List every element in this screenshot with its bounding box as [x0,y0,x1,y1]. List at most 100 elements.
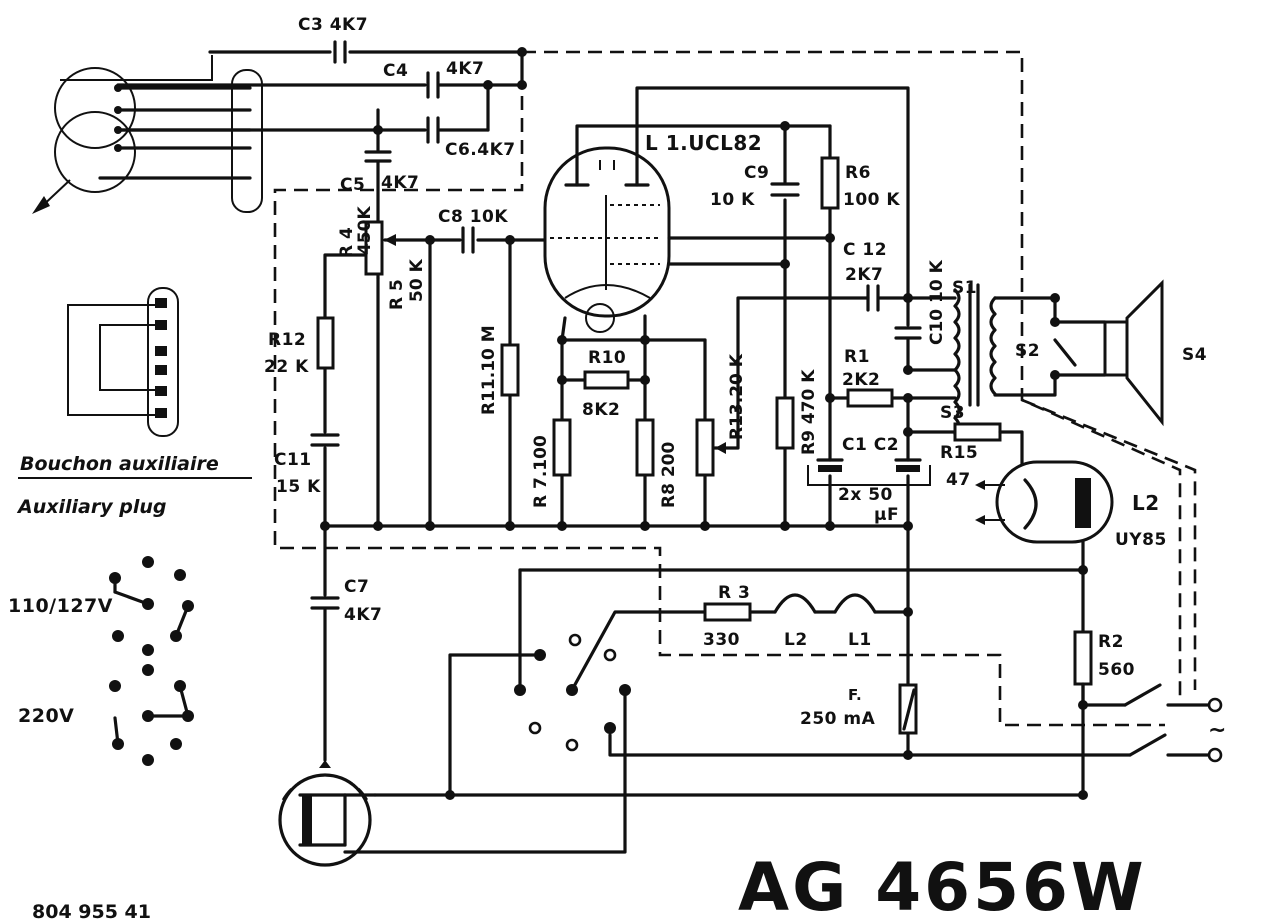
fuse-value: 250 mA [800,709,876,729]
document-ref: 804 955 41 [32,901,151,922]
r6-label: R6 [845,163,871,183]
dashed-boundaries [273,50,1197,727]
c6-label: C6.4K7 [445,140,516,160]
s4-label: S4 [1182,345,1207,365]
r13-label: R13.20 K [727,353,747,440]
resistor-r10: R10 8K2 [582,348,630,420]
r12-label: R12 [268,330,306,350]
heater-chain [343,568,1132,854]
capacitor-c6: C6.4K7 [426,116,516,160]
mains-switch: ~ [1081,683,1227,763]
fuse-label: F. [848,686,862,704]
c1c2-value: 2x 50 [838,485,893,505]
resistor-r1: R1 2K2 [842,347,894,408]
c1c2-label: C1 C2 [842,435,899,455]
output-transformer: S1 S3 [940,278,1107,436]
auxiliary-plug-drawing [67,287,179,437]
c10-label: C10 10 K [927,259,947,345]
resistor-r8: R8 200 [635,418,679,508]
pickup-head [32,55,263,214]
tube-l1: L 1.UCL82 [543,131,762,333]
resistor-r13: R13.20 K [695,353,747,477]
speaker-s4: S4 [1103,279,1207,427]
c12-value: 2K7 [845,265,883,285]
capacitor-c4: C4 4K7 [383,59,484,99]
voltage-setting-110: 110/127V [8,556,194,656]
capacitor-c9: C9 10 K [710,163,800,210]
l1-label: L 1.UCL82 [645,131,762,155]
r15-label: R15 [940,443,978,463]
r1-value: 2K2 [842,370,880,390]
c5-label: C5 [340,175,365,195]
capacitor-c3: C3 4K7 [298,15,368,64]
heater-l1-label: L1 [848,630,872,650]
c7-label: C7 [344,577,369,597]
c8-label: C8 10K [438,207,508,227]
resistor-r15: R15 47 [940,422,1024,490]
voltage-setting-220: 220V [18,664,194,766]
r7-label: R 7.100 [531,435,551,508]
junction-dots [114,47,1088,800]
r11-label: R11.10 M [479,325,499,415]
r5-value: 50 K [407,258,427,302]
r2-label: R2 [1098,632,1124,652]
resistor-r6: R6 100 K [820,156,900,210]
r10-value: 8K2 [582,400,620,420]
c9-value: 10 K [710,190,755,210]
resistor-r5-label: R 5 50 K [387,258,427,310]
ground-bus [323,524,910,762]
capacitor-c1-c2: C1 C2 2x 50 µF [807,430,957,525]
auxiliary-plug-caption: Bouchon auxiliaire Auxiliary plug [16,453,252,518]
l2-type: UY85 [1115,530,1167,550]
plug-title: Bouchon auxiliaire [20,453,219,475]
switch-s2: S2 [1015,293,1077,380]
resistor-r11: R11.10 M [479,325,520,415]
mains-symbol: ~ [1208,718,1227,743]
heater-labels: L2 L1 [784,630,872,650]
c4-value: 4K7 [446,59,484,79]
capacitor-c5: C5 4K7 [340,150,419,195]
capacitor-c11: C11 15 K [274,433,340,497]
r10-label: R10 [588,348,626,368]
r15-value: 47 [946,470,971,490]
plug-subtitle: Auxiliary plug [16,496,166,518]
c12-label: C 12 [843,240,887,260]
resistor-r12: R12 22 K [264,316,335,377]
c3-label: C3 4K7 [298,15,368,35]
shielded-component [278,760,377,867]
fuse: F. 250 mA [800,683,918,735]
r3-value: 330 [703,630,740,650]
r5-label: R 5 [387,279,407,310]
r4-label: R 4 [337,227,357,258]
c9-label: C9 [744,163,769,183]
r2-value: 560 [1098,660,1135,680]
c4-label: C4 [383,61,408,81]
pickup-wires [98,50,524,224]
c11-label: C11 [274,450,312,470]
r8-label: R8 200 [659,442,679,508]
c7-value: 4K7 [344,605,382,625]
model-title: AG 4656W [738,849,1147,922]
capacitor-c8: C8 10K [438,207,508,254]
capacitor-c7: C7 4K7 [310,577,382,625]
c5-value: 4K7 [381,173,419,193]
tube-l2: L2 UY85 [975,460,1167,634]
resistor-r2: R2 560 [1073,630,1135,707]
r9-label: R9 470 K [799,369,819,455]
input-section-wires [323,220,547,528]
r4-value: 450K [355,206,375,255]
s2-label: S2 [1015,341,1040,361]
voltage-110-label: 110/127V [8,595,113,617]
r3-label: R 3 [718,583,750,603]
resistor-r3: R 3 330 [703,583,752,650]
capacitor-c12: C 12 2K7 [843,240,887,312]
r1-label: R1 [844,347,870,367]
capacitor-c10: C10 10 K [894,259,947,345]
c11-value: 15 K [276,477,321,497]
voltage-selector [514,633,631,752]
s1-label: S1 [952,278,977,298]
resistor-r9: R9 470 K [775,369,819,455]
potentiometer-r4: R 4 450K [337,206,396,276]
resistor-r7: R 7.100 [531,418,572,508]
